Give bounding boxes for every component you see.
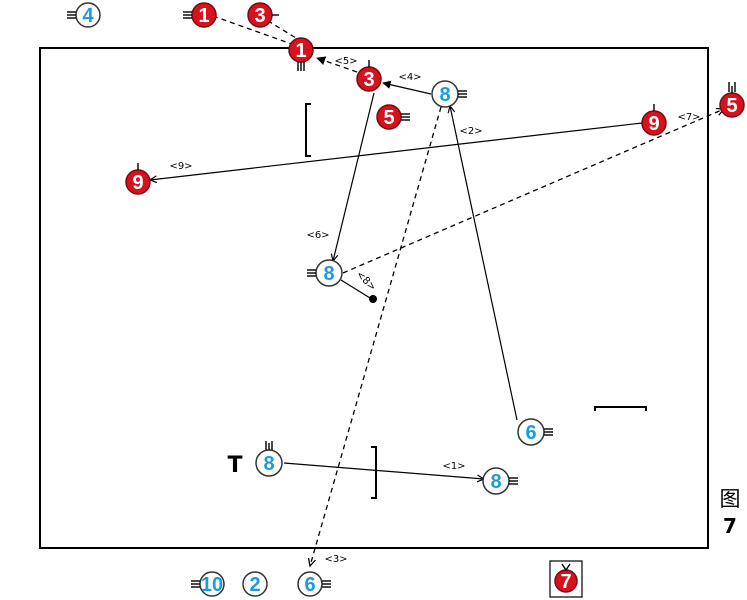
player-token: [242, 571, 268, 597]
line-step-8: [340, 279, 371, 299]
player-number: 3: [363, 69, 374, 91]
timeout-marker: T: [227, 453, 242, 478]
line-step-1: [283, 462, 484, 479]
player-blue-4-top: 4: [67, 2, 101, 28]
player-number: 8: [263, 453, 274, 475]
player-blue-8-left: 8: [255, 443, 283, 477]
player-number: 6: [304, 574, 315, 596]
pass-line-top: [212, 15, 301, 48]
screen-mark-right: [594, 406, 647, 411]
line-step-5: [316, 56, 358, 73]
step-label-5: <5>: [334, 56, 357, 67]
step-label-6: <6>: [306, 230, 329, 241]
line-step-9: [150, 122, 643, 180]
player-blue-8-top: 8: [431, 80, 467, 108]
player-red-3-top: 3: [247, 2, 279, 28]
player-number: 5: [383, 107, 394, 129]
step-label-7: <7>: [677, 112, 700, 123]
player-number: 8: [323, 263, 334, 285]
figure-label-cn: 图: [719, 487, 741, 511]
player-blue-8-right: 8: [482, 467, 518, 495]
player-red-7-bench: 7: [554, 563, 578, 593]
step-label-3: <3>: [324, 554, 347, 565]
player-blue-8-mid: 8: [307, 259, 343, 287]
player-number: 10: [201, 574, 223, 596]
step-label-2: <2>: [459, 126, 482, 137]
pass-line-top-2: [259, 15, 297, 39]
ball-dot: [369, 295, 377, 303]
player-number: 8: [490, 471, 501, 493]
player-blue-2-bench: 2: [242, 571, 268, 597]
line-step-2: [450, 106, 518, 421]
screen-mark-left: [305, 103, 311, 157]
player-red-5: 5: [376, 104, 410, 130]
player-red-9-left: 9: [125, 163, 151, 195]
player-red-1-top: 1: [191, 2, 217, 28]
player-number: 2: [249, 574, 260, 596]
player-number: 3: [254, 5, 265, 27]
player-blue-10-bench: 10: [191, 571, 225, 597]
step-label-4: <4>: [398, 72, 421, 83]
player-blue-6-bench: 6: [297, 571, 331, 597]
player-number: 1: [198, 5, 209, 27]
player-number: 4: [82, 5, 94, 27]
player-red-3: 3: [356, 60, 382, 92]
screen-mark-bottom: [371, 446, 377, 499]
player-number: 8: [439, 84, 450, 106]
player-number: 7: [560, 571, 571, 593]
line-step-7: [342, 109, 724, 274]
player-number: 6: [525, 422, 536, 444]
player-red-9-right: 9: [641, 104, 667, 136]
figure-label-number: 7: [723, 514, 737, 539]
step-label-9: <9>: [169, 161, 192, 172]
player-red-1-goal: 1: [288, 37, 314, 71]
line-step-4: [382, 80, 432, 95]
figure-label: 图 7: [716, 486, 744, 539]
line-step-6: [333, 92, 375, 261]
player-number: 1: [295, 40, 306, 62]
step-label-1: <1>: [442, 461, 465, 472]
player-blue-6: 6: [517, 418, 553, 446]
line-step-3: [310, 106, 442, 566]
bench-box: [549, 560, 583, 598]
player-number: 5: [726, 95, 737, 117]
player-number: 9: [132, 172, 143, 194]
player-number: 9: [648, 113, 659, 135]
court-boundary: [39, 47, 709, 549]
player-red-5-outside: 5: [719, 86, 745, 118]
